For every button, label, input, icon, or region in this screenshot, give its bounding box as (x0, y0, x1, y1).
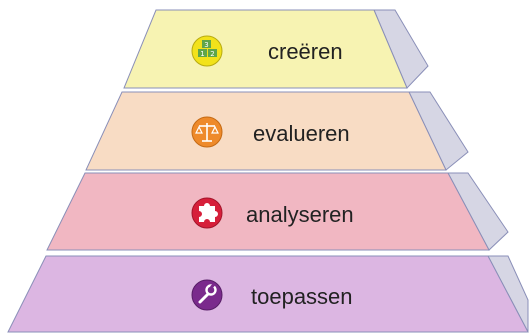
svg-text:3: 3 (204, 41, 208, 49)
level-front (7, 255, 529, 333)
pyramid-level-creeren: 3 1 2 creëren (123, 9, 429, 89)
level-label: creëren (268, 39, 343, 64)
svg-text:1: 1 (200, 50, 204, 58)
balance-scale-icon (191, 116, 223, 148)
level-front (123, 9, 408, 89)
number-blocks-icon: 3 1 2 (191, 35, 223, 67)
level-label: analyseren (246, 202, 354, 227)
svg-text:2: 2 (210, 50, 214, 58)
pyramid-level-evalueren: evalueren (85, 91, 469, 171)
wrench-icon (191, 279, 223, 311)
level-label: toepassen (251, 284, 353, 309)
pyramid-level-analyseren: analyseren (46, 172, 509, 251)
puzzle-piece-icon (191, 197, 223, 229)
level-front (46, 172, 490, 251)
level-front (85, 91, 447, 171)
pyramid-level-toepassen: toepassen (7, 255, 529, 333)
level-label: evalueren (253, 121, 350, 146)
